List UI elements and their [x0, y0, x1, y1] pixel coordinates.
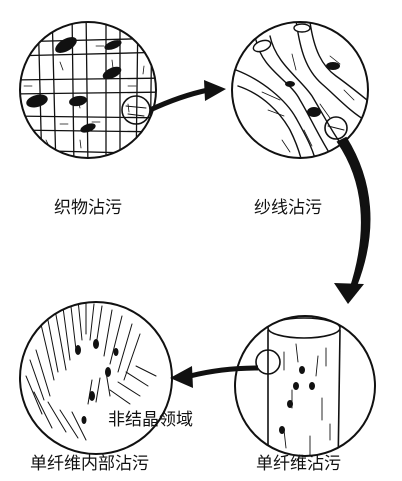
- label-amorphous-region: 非结晶领域: [108, 410, 193, 430]
- label-single-fiber-soiling: 单纤维沾污: [256, 454, 341, 474]
- yarn-circle: [231, 21, 369, 159]
- arrow-fiber-to-internal: [189, 365, 259, 379]
- fiber-internal-circle: [19, 301, 173, 455]
- label-yarn-soiling: 纱线沾污: [254, 198, 322, 218]
- fabric-circle: [19, 21, 157, 159]
- label-fabric-soiling: 织物沾污: [54, 198, 122, 218]
- arrow-head-2: [334, 283, 364, 304]
- arrow-head-3: [170, 366, 193, 388]
- single-fiber-circle: [234, 315, 376, 457]
- arrow-head-1: [204, 80, 226, 101]
- arrow-yarn-to-fiber: [336, 136, 371, 293]
- label-fiber-internal-soiling: 单纤维内部沾污: [30, 454, 149, 474]
- arrow-fabric-to-yarn: [148, 87, 209, 113]
